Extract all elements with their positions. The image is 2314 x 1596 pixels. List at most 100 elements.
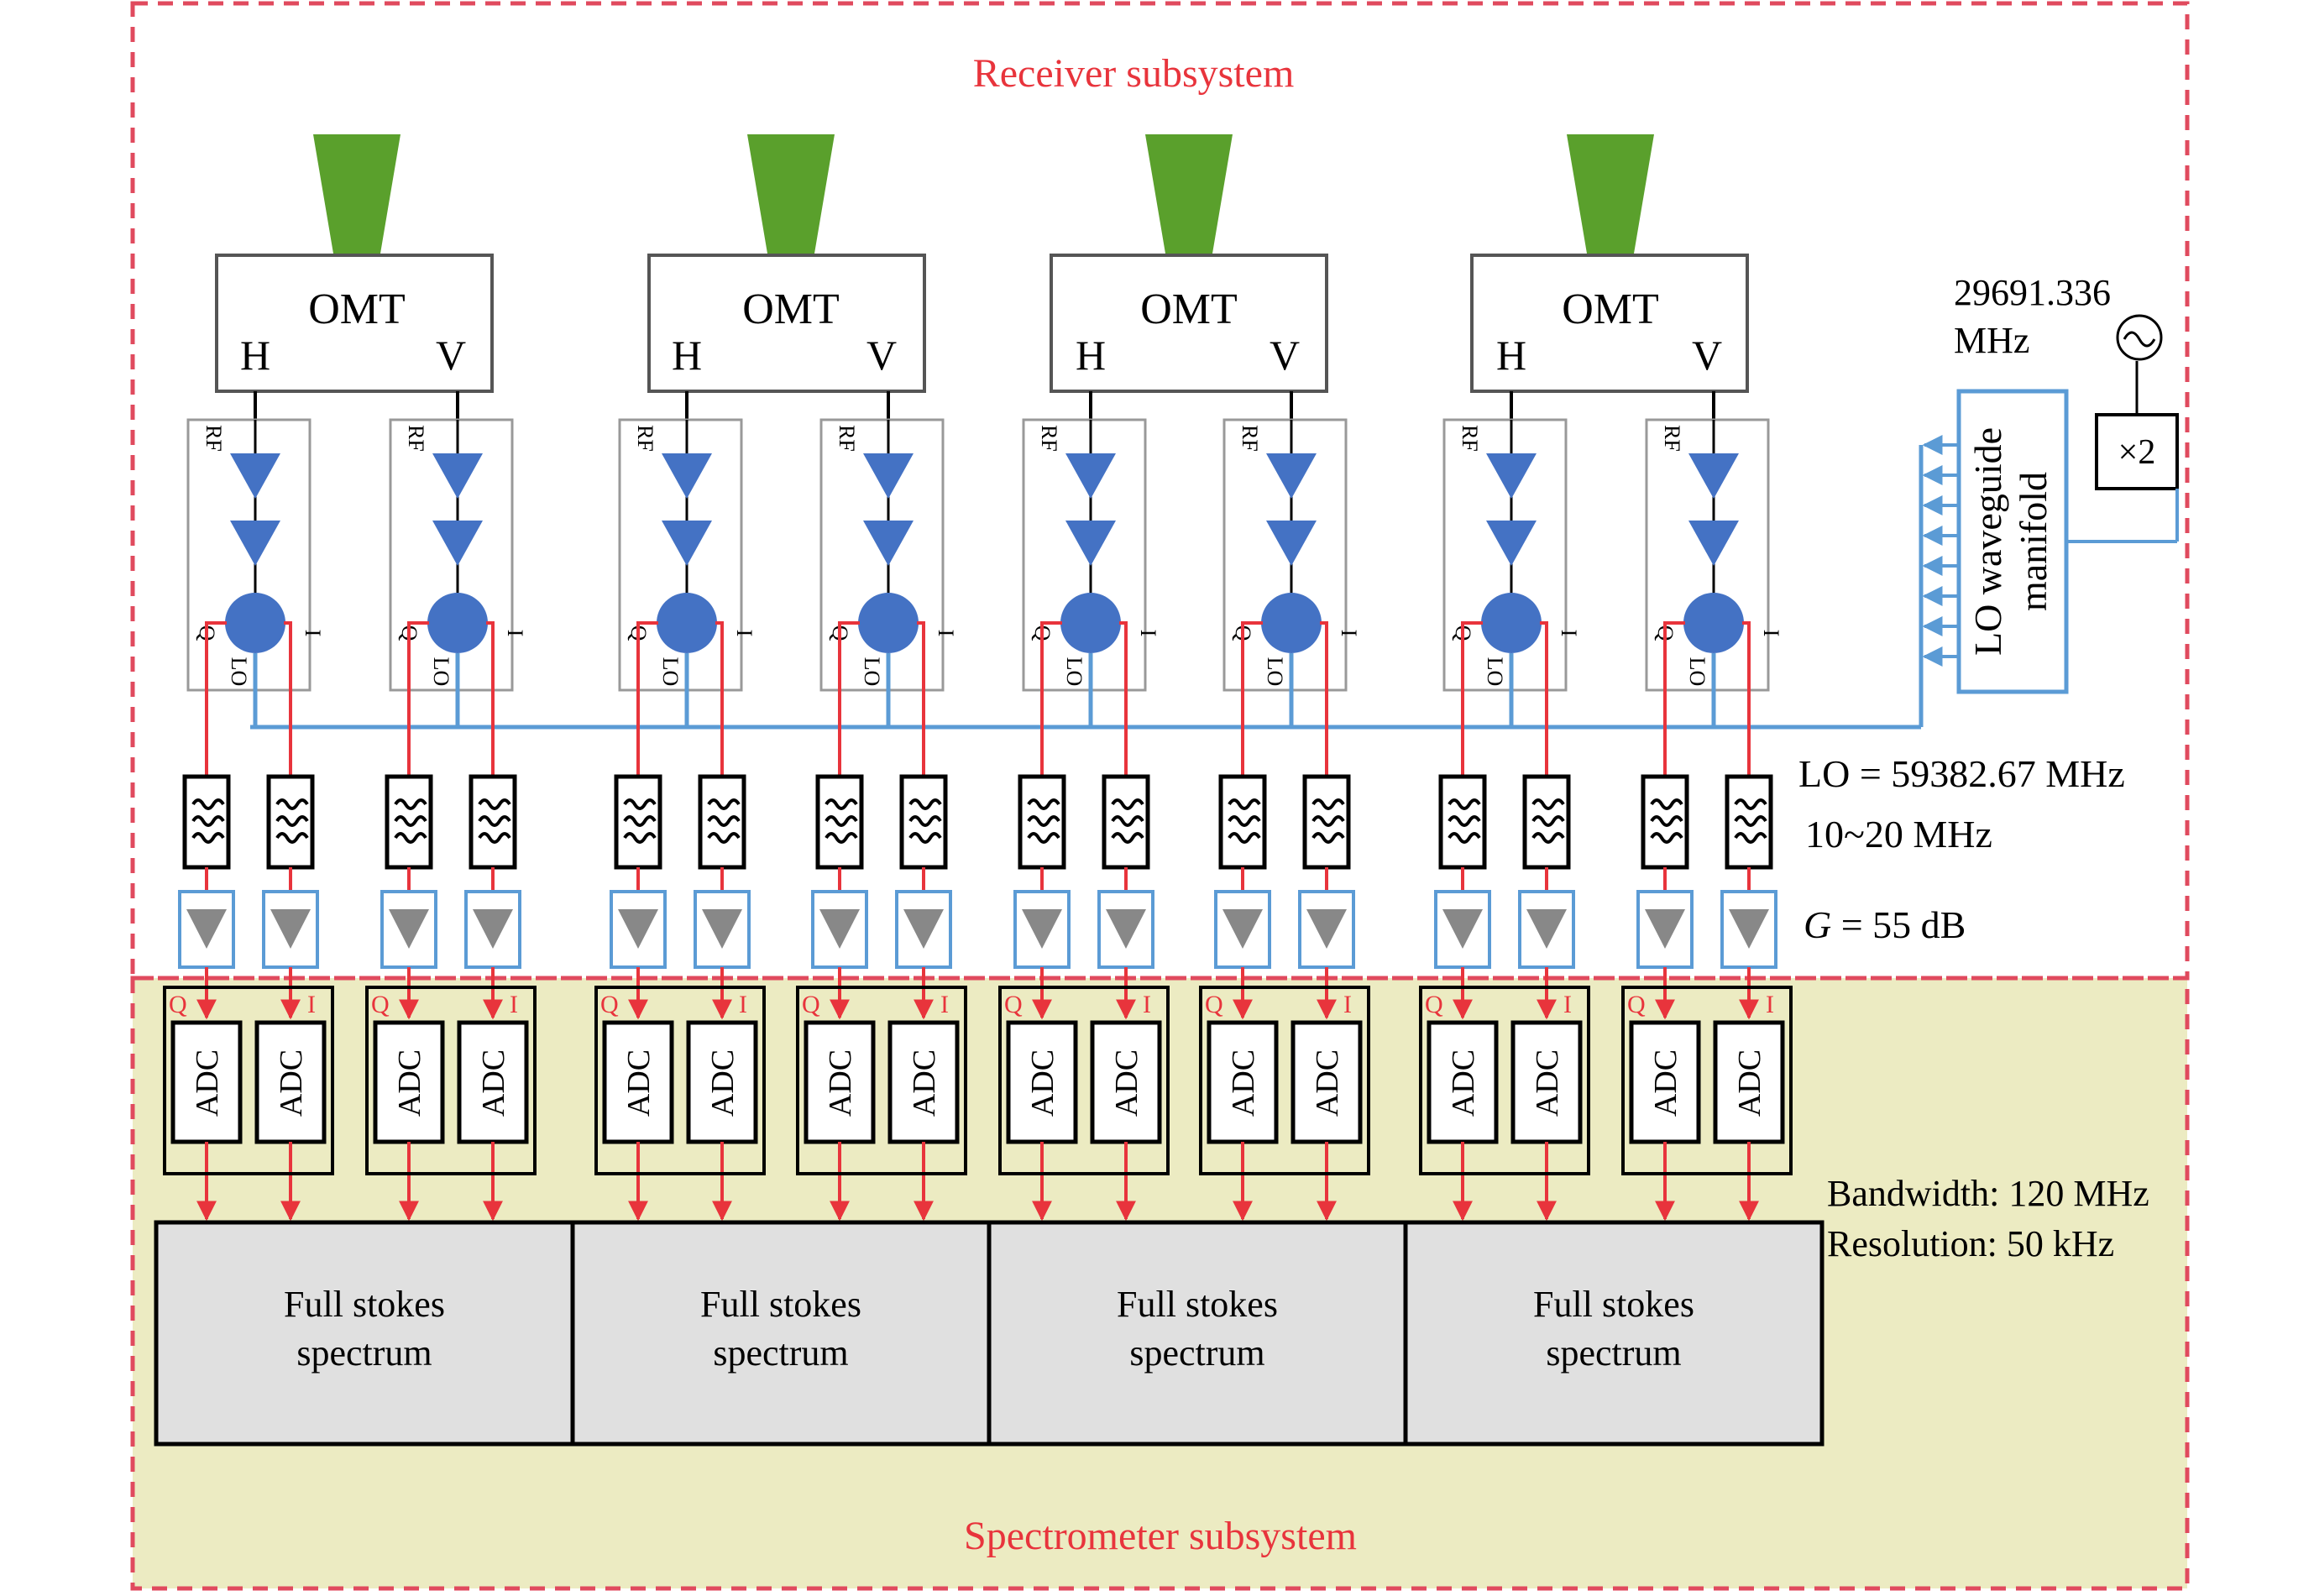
q-output-line bbox=[636, 621, 658, 777]
gain-symbol: G bbox=[1804, 903, 1831, 946]
adc-i-label: I bbox=[1563, 991, 1572, 1018]
if-amplifier-icon bbox=[1106, 909, 1146, 949]
adc-q-label: Q bbox=[600, 991, 619, 1018]
i-output-line bbox=[1320, 621, 1328, 777]
bandpass-filter-icon bbox=[385, 774, 433, 870]
rf-label: RF bbox=[202, 425, 226, 452]
filter-wave-icon bbox=[1228, 815, 1261, 827]
lo-port-label: LO bbox=[860, 657, 884, 687]
iq-mixer-icon bbox=[657, 593, 717, 653]
if-amplifier-icon bbox=[1306, 909, 1347, 949]
if-amplifier-icon bbox=[389, 909, 429, 949]
adc-box bbox=[686, 1020, 758, 1144]
lna-triangle-icon bbox=[1266, 521, 1317, 566]
omt-label: OMT bbox=[1140, 285, 1238, 333]
filter-wave-icon bbox=[623, 815, 657, 827]
lna-triangle-icon bbox=[662, 453, 712, 499]
if-amplifier-icon bbox=[1222, 909, 1263, 949]
if-amplifier-icon bbox=[1645, 909, 1685, 949]
bandpass-filter-icon bbox=[469, 774, 517, 870]
filter-wave-icon bbox=[1228, 832, 1261, 844]
filter-wave-icon bbox=[1311, 798, 1345, 810]
receiver-subsystem-region bbox=[130, 1, 2190, 981]
adc-box bbox=[804, 1020, 876, 1144]
filter-wave-icon bbox=[394, 815, 427, 827]
filter-wave-icon bbox=[275, 815, 309, 827]
lna-triangle-icon bbox=[1065, 453, 1116, 499]
rf-label: RF bbox=[633, 425, 657, 452]
filter-wave-icon bbox=[478, 815, 511, 827]
filter-wave-icon bbox=[908, 815, 942, 827]
i-output-line bbox=[1742, 621, 1751, 777]
q-output-line bbox=[1663, 621, 1685, 777]
bandpass-filter-icon bbox=[266, 774, 315, 870]
adc-pair-frame bbox=[1199, 986, 1370, 1175]
spectrum-box bbox=[570, 1220, 992, 1447]
filter-wave-icon bbox=[1650, 815, 1683, 827]
filter-wave-icon bbox=[623, 832, 657, 844]
filter-wave-icon bbox=[1650, 832, 1683, 844]
q-output-line bbox=[205, 621, 227, 777]
lna-triangle-icon bbox=[1266, 453, 1317, 499]
filter-wave-icon bbox=[394, 832, 427, 844]
bandpass-filter-icon bbox=[1302, 774, 1351, 870]
gain-annotation: G = 55 dB bbox=[1804, 903, 1966, 946]
adc-q-label: Q bbox=[1425, 991, 1443, 1018]
spectrum-label-2: spectrum bbox=[1129, 1332, 1264, 1374]
lo-port-label: LO bbox=[658, 657, 683, 687]
q-output-line bbox=[838, 621, 860, 777]
adc-label: ADC bbox=[274, 1049, 309, 1117]
omt-label: OMT bbox=[1562, 285, 1659, 333]
if-amplifier-icon bbox=[473, 909, 513, 949]
i-label: I bbox=[503, 630, 527, 637]
filter-wave-icon bbox=[1027, 815, 1060, 827]
feed-horn-icon bbox=[1567, 134, 1654, 254]
iq-mixer-icon bbox=[225, 593, 285, 653]
adc-i-label: I bbox=[510, 991, 518, 1018]
bandpass-filter-icon bbox=[698, 774, 746, 870]
adc-q-label: Q bbox=[802, 991, 820, 1018]
feed-horn-icon bbox=[747, 134, 835, 254]
iq-mixer-icon bbox=[1683, 593, 1744, 653]
adc-q-label: Q bbox=[371, 991, 390, 1018]
if-amplifier-icon bbox=[1442, 909, 1483, 949]
omt-h-port: H bbox=[1076, 332, 1106, 379]
if-amplifier-icon bbox=[819, 909, 860, 949]
omt-label: OMT bbox=[742, 285, 840, 333]
spectrum-box bbox=[154, 1220, 575, 1447]
filter-wave-icon bbox=[1027, 798, 1060, 810]
spectrum-label-1: Full stokes bbox=[1533, 1284, 1694, 1325]
i-output-line bbox=[715, 621, 724, 777]
omt-h-port: H bbox=[1496, 332, 1526, 379]
filter-wave-icon bbox=[394, 798, 427, 810]
i-output-line bbox=[917, 621, 925, 777]
adc-pair-frame bbox=[1419, 986, 1590, 1175]
adc-label: ADC bbox=[705, 1049, 741, 1117]
lo-port-label: LO bbox=[1263, 657, 1287, 687]
lna-triangle-icon bbox=[432, 521, 483, 566]
rf-label: RF bbox=[1037, 425, 1061, 452]
bandpass-filter-icon bbox=[182, 774, 231, 870]
lna-triangle-icon bbox=[1065, 521, 1116, 566]
filter-wave-icon bbox=[623, 798, 657, 810]
filter-wave-icon bbox=[1228, 798, 1261, 810]
if-amplifier-icon bbox=[1526, 909, 1567, 949]
adc-label: ADC bbox=[1025, 1049, 1060, 1117]
filter-wave-icon bbox=[191, 815, 225, 827]
feed-horn-icon bbox=[1145, 134, 1233, 254]
filter-wave-icon bbox=[1734, 798, 1767, 810]
adc-label: ADC bbox=[1530, 1049, 1565, 1117]
rf-label: RF bbox=[404, 425, 428, 452]
filter-wave-icon bbox=[1448, 832, 1481, 844]
filter-wave-icon bbox=[191, 832, 225, 844]
if-amplifier-icon bbox=[1022, 909, 1062, 949]
adc-label: ADC bbox=[621, 1049, 657, 1117]
